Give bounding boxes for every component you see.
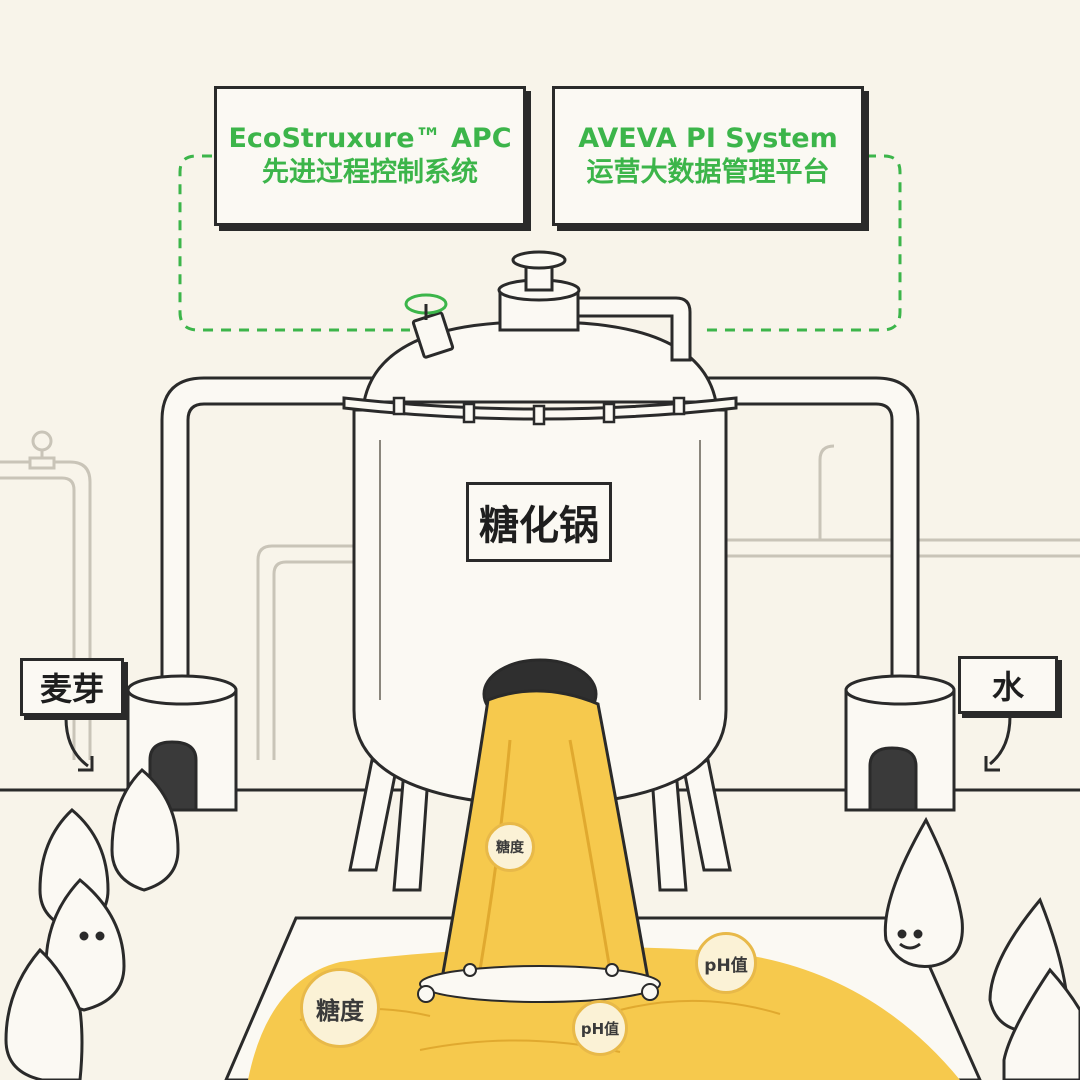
water-label: 水 [958,656,1058,714]
pi-subtitle: 运营大数据管理平台 [586,157,830,188]
control-loop-dashed [178,154,902,332]
splash-foam [417,963,661,1003]
ph-sensor-center: pH值 [572,1000,628,1056]
mash-stream [438,689,652,992]
sugar-sensor-pool: 糖度 [300,968,380,1048]
tank-label: 糖化锅 [466,482,612,562]
water-droplet-characters [883,816,1080,1080]
pi-title: AVEVA PI System [578,123,838,155]
apc-system-box[interactable]: EcoStruxure™ APC 先进过程控制系统 [214,86,526,226]
left-feed-pipe [160,376,382,692]
sugar-sensor-stream: 糖度 [485,822,535,872]
valve-icon [404,293,455,359]
water-arrow-icon [984,715,1012,772]
apc-subtitle: 先进过程控制系统 [262,157,478,188]
ph-sensor-right: pH值 [695,932,757,994]
right-feed-pipe [698,376,920,692]
malt-grain-characters [4,767,180,1080]
malt-label: 麦芽 [20,658,124,716]
pi-system-box[interactable]: AVEVA PI System 运营大数据管理平台 [552,86,864,226]
malt-arrow-icon [64,717,94,772]
malt-hopper [126,674,238,812]
water-hopper [844,674,956,812]
pressure-gauge-icon [28,430,56,470]
apc-title: EcoStruxure™ APC [228,123,512,155]
